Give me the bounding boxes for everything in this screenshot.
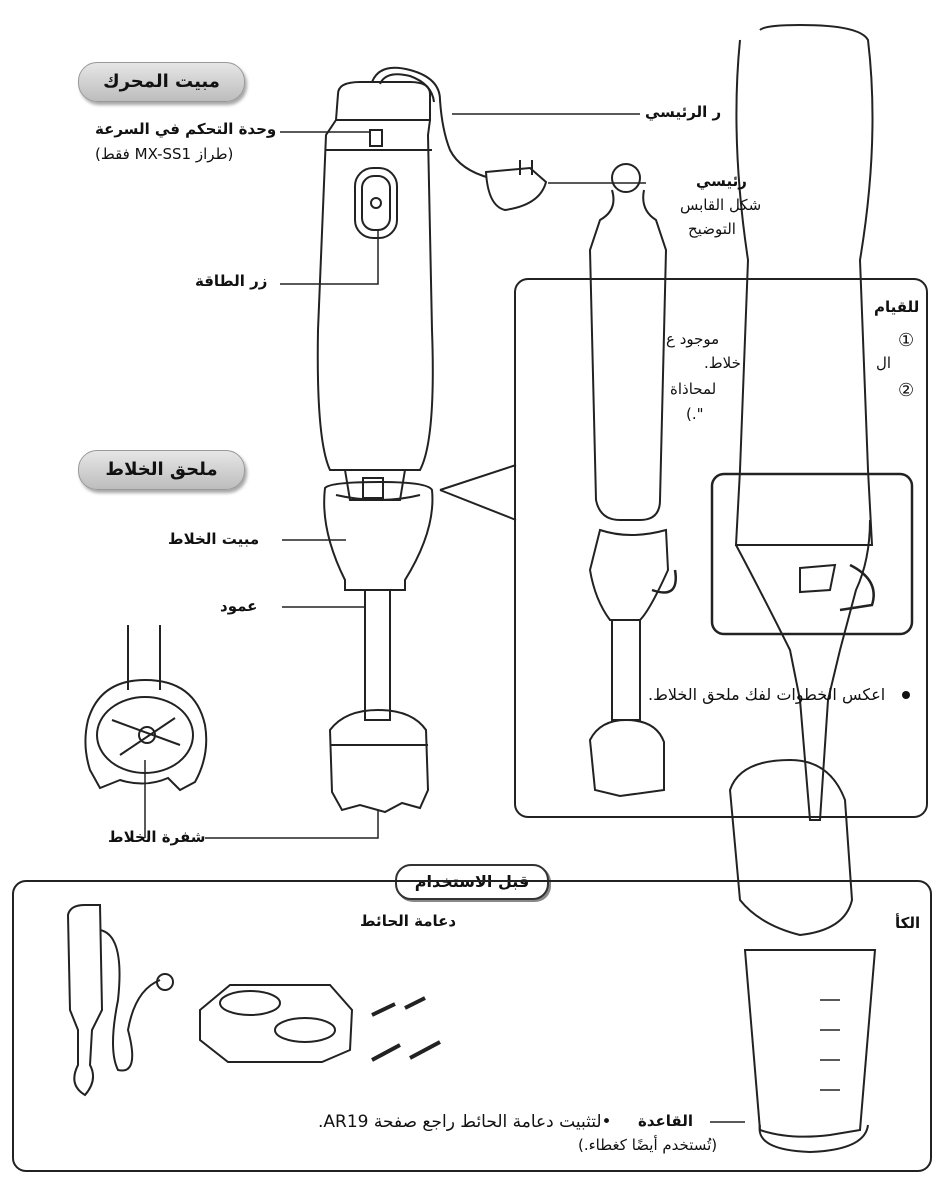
assembly-heading: للقيام [874,298,919,316]
wall-bracket-label: دعامة الحائط [360,912,456,930]
shaft-label: عمود [220,597,257,615]
attachment-section-title: ملحق الخلاط [78,450,245,490]
blender-attachment [324,482,432,812]
blender-housing-label: مبيت الخلاط [168,530,259,548]
step1-text-b: خلاط. [704,354,741,372]
base-label: القاعدة [638,1112,693,1130]
step2-marker: ② [898,380,914,401]
plug-note-line1: شكل القابس [680,196,761,214]
step1-text-c: ال [876,354,891,372]
motor-section-title: مبيت المحرك [78,62,245,102]
step1-marker: ① [898,330,914,351]
plug-note-line2: التوضيح [688,220,736,238]
bracket-install-note: •لتثبيت دعامة الحائط راجع صفحة AR19. [318,1112,612,1132]
plug-label: رئيسي [696,172,747,190]
model-note: (طراز MX-SS1 فقط) [95,145,233,163]
blade-label: شفرة الخلاط [108,828,206,846]
callout-pointer [440,465,516,520]
base-note: (تُستخدم أيضًا كغطاء.) [578,1136,717,1154]
step2-text-b: ".) [686,405,704,423]
motor-body [318,82,433,500]
reverse-note: اعكس الخطوات لفك ملحق الخلاط. [648,685,885,704]
cup-label: الكأ [895,914,920,932]
power-button-label: زر الطاقة [195,272,267,290]
main-cord-label: ر الرئيسي [645,103,721,121]
step1-text-a: موجود ع [666,330,719,348]
step2-text-a: لمحاذاة [670,380,716,398]
blade-detail [85,625,206,790]
speed-control-label: وحدة التحكم في السرعة [95,120,276,138]
bullet-icon [902,691,910,699]
